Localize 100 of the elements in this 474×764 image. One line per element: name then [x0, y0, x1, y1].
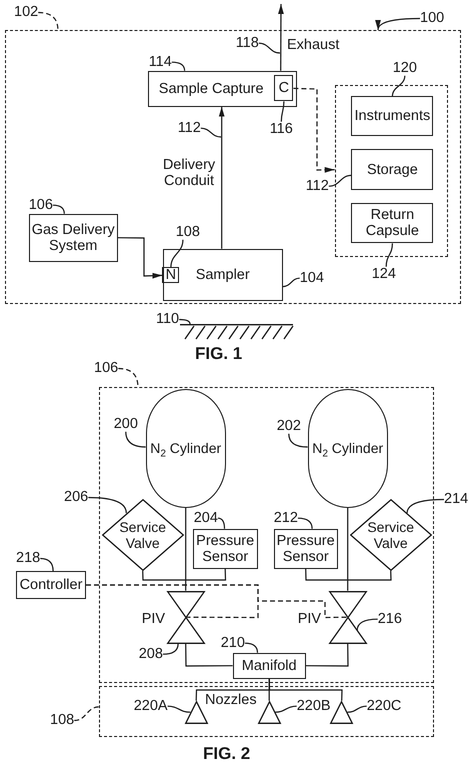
leader-line — [258, 42, 280, 54]
reference-numeral: 212 — [274, 510, 298, 526]
valve-symbol — [328, 590, 367, 644]
dashed-boundary — [99, 387, 434, 683]
component-box: Instruments — [351, 96, 434, 136]
valve-diamond: Service Valve — [102, 498, 184, 571]
valve-label: PIV — [298, 610, 322, 627]
leader-line — [392, 76, 406, 96]
reference-numeral: 100 — [420, 11, 444, 26]
valve-diamond: Service Valve — [350, 498, 432, 571]
connector-line — [185, 508, 186, 591]
component-box: Manifold — [232, 652, 306, 679]
dashed-boundary — [5, 30, 461, 304]
arrow — [118, 237, 162, 279]
leader-line — [168, 706, 190, 713]
component-box: Pressure Sensor — [274, 528, 338, 569]
leader-line — [40, 558, 54, 572]
connector-line — [306, 644, 349, 667]
component-box: Controller — [16, 571, 86, 599]
component-box: Pressure Sensor — [192, 528, 258, 569]
nozzle-triangle — [258, 700, 281, 724]
leader-line — [162, 644, 179, 655]
reference-numeral: 208 — [138, 646, 163, 662]
connector-line — [142, 568, 226, 581]
reference-numeral: 220C — [366, 698, 402, 714]
leader-line — [125, 432, 146, 448]
nozzle-triangle — [330, 700, 354, 724]
reference-numeral: 108 — [176, 224, 200, 240]
arrow — [293, 88, 335, 173]
leader-line — [74, 706, 100, 722]
leader-line — [356, 618, 378, 630]
reference-numeral: 116 — [270, 122, 293, 137]
leader-line — [288, 434, 308, 448]
leader-line — [406, 498, 444, 514]
reference-numeral: 206 — [64, 490, 88, 505]
connector-line — [347, 508, 348, 591]
connector-line — [268, 678, 343, 701]
reference-numeral: 220A — [134, 698, 168, 714]
leader-line — [88, 496, 127, 514]
leader-line — [172, 62, 186, 71]
leader-line — [38, 12, 58, 30]
component-box: Return Capsule — [351, 203, 434, 244]
valve-label: PIV — [142, 610, 166, 627]
component-box: N — [162, 267, 180, 284]
leader-line — [386, 243, 393, 267]
leader-line — [170, 240, 184, 268]
edge-label: Exhaust — [287, 37, 340, 53]
leader-line — [282, 278, 300, 288]
box-label: Sample Capture — [158, 80, 264, 97]
gas-cylinder: N$_{2}$ Cylinder — [308, 388, 388, 508]
reference-numeral: 106 — [28, 198, 53, 213]
reference-numeral: 210 — [220, 636, 245, 651]
reference-numeral: 202 — [276, 418, 301, 434]
arrow — [278, 4, 284, 71]
gas-cylinder: N$_{2}$ Cylinder — [146, 388, 226, 508]
leader-line — [298, 518, 313, 529]
figure-caption: FIG. 1 — [195, 344, 242, 363]
leader-line — [179, 318, 191, 324]
reference-numeral: 106 — [94, 361, 118, 376]
figure-caption: FIG. 2 — [203, 744, 250, 763]
leader-line — [280, 101, 284, 122]
component-box: Storage — [351, 149, 434, 190]
connector-line — [305, 568, 392, 581]
leader-arrow — [376, 18, 420, 30]
ground-symbol — [180, 324, 293, 340]
leader-line — [218, 518, 226, 529]
reference-numeral: 112 — [178, 120, 201, 136]
edge-label: Delivery Conduit — [162, 157, 216, 189]
nozzle-triangle — [184, 700, 208, 724]
leader-line — [244, 642, 258, 653]
leader-line — [347, 706, 367, 713]
component-box: Gas Delivery System — [28, 214, 118, 262]
reference-numeral: 118 — [236, 36, 259, 51]
reference-numeral: 124 — [372, 266, 396, 282]
reference-numeral: 120 — [392, 60, 417, 76]
component-box — [162, 248, 283, 301]
reference-numeral: 216 — [378, 612, 402, 627]
group-label: Nozzles — [205, 692, 257, 708]
leader-line — [52, 204, 65, 214]
reference-numeral: 104 — [300, 270, 324, 286]
reference-numeral: 112 — [306, 178, 329, 194]
dashed-boundary — [334, 84, 448, 257]
reference-numeral: 220B — [296, 698, 331, 714]
connector-line — [185, 644, 233, 667]
reference-numeral: 218 — [16, 551, 40, 566]
valve-symbol — [166, 590, 205, 644]
reference-numeral: 110 — [156, 312, 180, 327]
reference-numeral: 114 — [148, 54, 172, 70]
reference-numeral: 102 — [14, 5, 38, 20]
component-box: C — [274, 75, 294, 102]
leader-line — [118, 368, 138, 388]
leader-line — [328, 174, 352, 187]
leader-line — [274, 706, 297, 713]
leader-line — [200, 128, 222, 138]
reference-numeral: 200 — [114, 416, 138, 432]
reference-numeral: 108 — [50, 713, 74, 728]
box-label: Sampler — [196, 266, 250, 283]
arrow — [218, 106, 225, 249]
dashed-boundary — [99, 686, 434, 737]
reference-numeral: 214 — [444, 492, 468, 507]
